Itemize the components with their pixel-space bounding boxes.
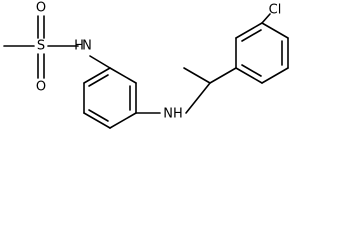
ring2-bond-3 bbox=[261, 22, 289, 39]
ring1-bond-3 bbox=[83, 112, 111, 129]
amine-nh-label: NH bbox=[163, 107, 183, 122]
ring2-bond-2-inner bbox=[241, 29, 262, 42]
ring1-bond-3-inner bbox=[88, 109, 109, 122]
ring1-bond-6 bbox=[109, 67, 137, 84]
ring2-bond-2 bbox=[235, 22, 263, 39]
sulfonamide-n-label: N bbox=[82, 39, 92, 54]
ring2-bond-6 bbox=[235, 67, 263, 84]
bond-group bbox=[3, 13, 289, 129]
molecule-structure-diagram: S O O H N NH Cl bbox=[3, 1, 289, 129]
chlorine-label: Cl bbox=[269, 3, 282, 18]
sulfur-label: S bbox=[37, 39, 45, 54]
bond-ring2-chlorine bbox=[261, 13, 271, 24]
ring1-bond-4 bbox=[109, 112, 137, 129]
bond-nitrogen-ring bbox=[89, 55, 111, 69]
atom-label-group: S O O H N NH Cl bbox=[36, 1, 281, 122]
oxygen-bottom-label: O bbox=[36, 80, 46, 95]
bond-chiral-carbon-ring2 bbox=[209, 67, 237, 84]
ring1-bond-1 bbox=[83, 67, 111, 84]
bond-amine-chiral-carbon bbox=[185, 82, 211, 114]
sulfonamide-h-label: H bbox=[74, 39, 84, 54]
ring2-bond-6-inner bbox=[241, 64, 262, 77]
ring1-bond-1-inner bbox=[88, 74, 109, 87]
bond-chiral-carbon-methyl bbox=[183, 67, 211, 84]
ring2-bond-5 bbox=[261, 67, 289, 84]
oxygen-top-label: O bbox=[36, 1, 46, 16]
